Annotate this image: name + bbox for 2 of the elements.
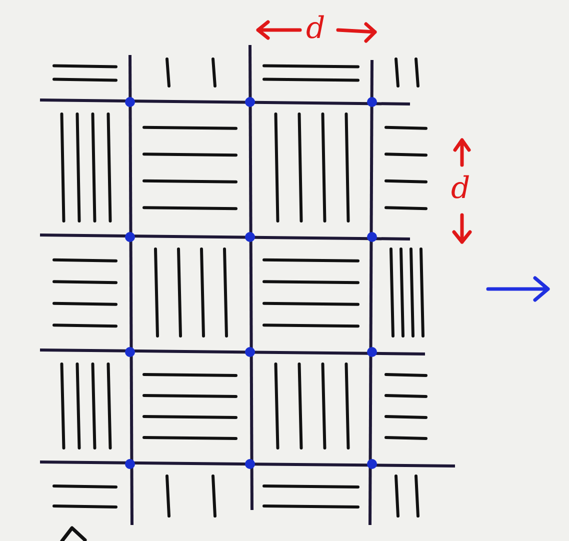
dimension-label: d [306,14,326,44]
dimension-label: d [451,174,470,204]
